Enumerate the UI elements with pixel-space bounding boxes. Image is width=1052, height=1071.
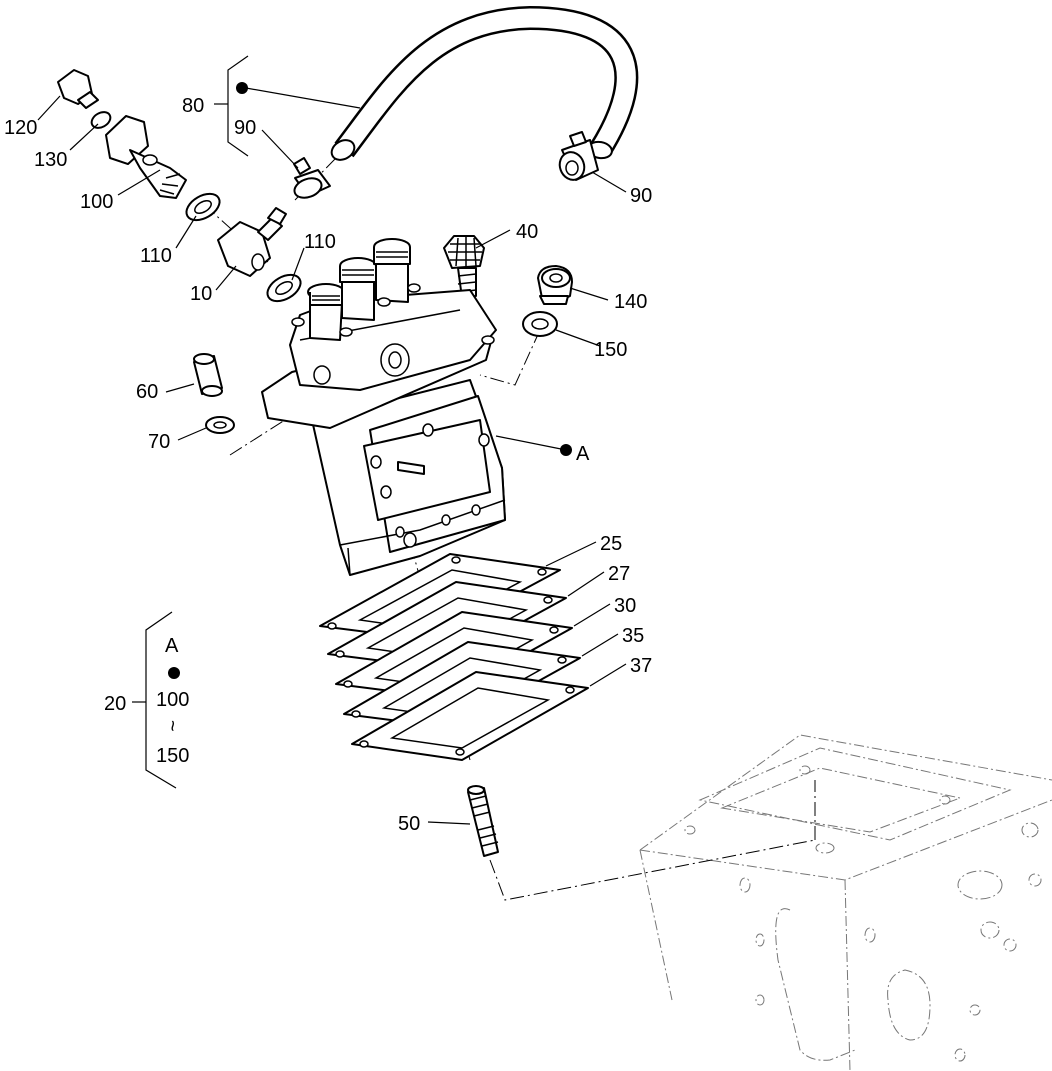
- callout-110-center: 110: [304, 231, 336, 253]
- part-100-banjo-fitting: [105, 115, 187, 199]
- part-140-plug: [537, 265, 573, 305]
- part-130-washer: [90, 111, 112, 129]
- callout-27: 27: [608, 563, 630, 585]
- assembly-centerlines: [209, 157, 816, 901]
- kit-number: 20: [104, 693, 126, 715]
- callout-60: 60: [136, 381, 158, 403]
- bullet-kit: [168, 667, 180, 679]
- callout-80: 80: [182, 95, 204, 117]
- leader-lines: [37, 55, 627, 825]
- kit-callout-20: 20 A 100 ~ 150: [104, 635, 189, 767]
- delivery-valve-3: [373, 238, 411, 303]
- gasket-37: [351, 671, 589, 761]
- callout-labels: 120 130 100 80 90 90 110 110 10 40 140 1…: [4, 95, 652, 835]
- callout-110-left: 110: [140, 245, 172, 267]
- callout-37: 37: [630, 655, 652, 677]
- part-150-washer: [522, 311, 558, 337]
- callout-90-right: 90: [630, 185, 652, 207]
- part-10-fitting: [217, 207, 287, 277]
- callout-35: 35: [622, 625, 644, 647]
- part-110-washer-left: [185, 192, 221, 222]
- callout-30: 30: [614, 595, 636, 617]
- part-90-clamp-left: [293, 157, 331, 199]
- callout-25: 25: [600, 533, 622, 555]
- callout-90-left: 90: [234, 117, 256, 139]
- callout-120: 120: [4, 117, 37, 139]
- part-110-washer-center: [266, 273, 302, 303]
- bullet-A: [560, 444, 572, 456]
- bullet-80: [236, 82, 248, 94]
- callout-10: 10: [190, 283, 212, 305]
- part-70-washer: [205, 416, 235, 434]
- callout-50: 50: [398, 813, 420, 835]
- engine-block-outline: [639, 734, 1052, 1071]
- callout-100: 100: [80, 191, 113, 213]
- kit-range-sep: ~: [161, 720, 183, 732]
- delivery-valve-2: [339, 257, 377, 321]
- callout-A: A: [576, 443, 590, 465]
- kit-range-to: 150: [156, 745, 189, 767]
- kit-item-A: A: [165, 635, 179, 657]
- injection-pump-assembly: [261, 238, 506, 576]
- part-40-screw: [443, 235, 485, 299]
- part-120-bolt: [57, 69, 99, 109]
- callout-70: 70: [148, 431, 170, 453]
- callout-150: 150: [594, 339, 627, 361]
- part-90-clamp-right: [558, 131, 599, 181]
- kit-range-from: 100: [156, 689, 189, 711]
- part-60-sleeve: [193, 353, 223, 397]
- callout-130: 130: [34, 149, 67, 171]
- part-50-stud: [467, 785, 499, 857]
- callout-40: 40: [516, 221, 538, 243]
- callout-140: 140: [614, 291, 647, 313]
- delivery-valve-1: [307, 283, 345, 341]
